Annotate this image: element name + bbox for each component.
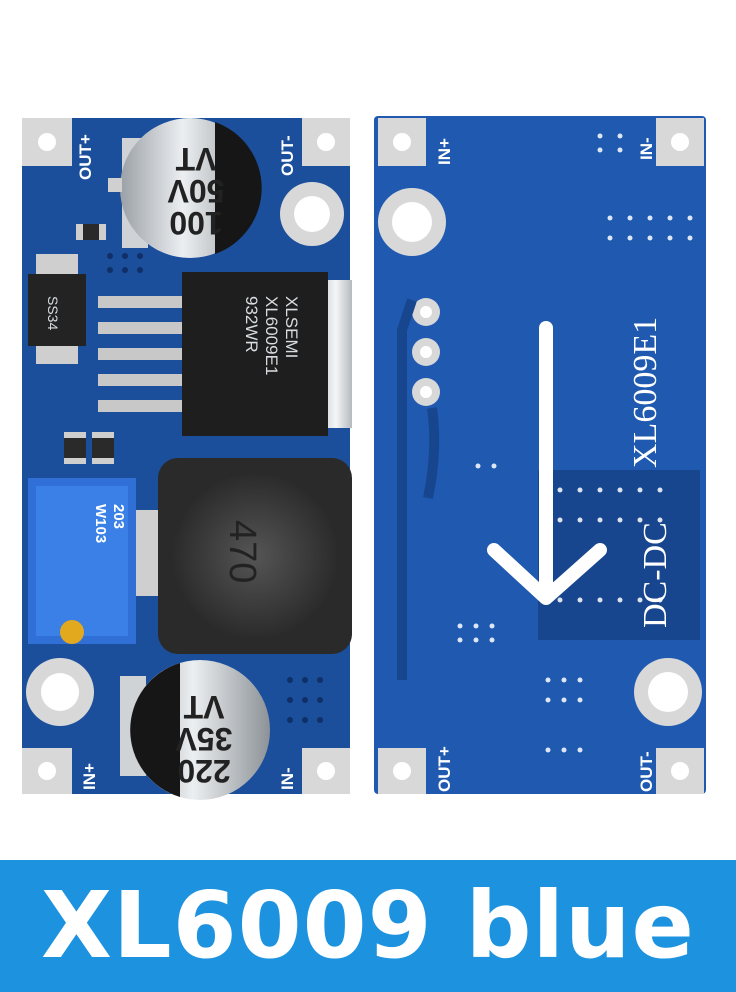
label-in-plus: IN+ [80, 763, 99, 790]
capacitor-bottom: VT 35V 220 [120, 660, 270, 800]
cap-bottom-line2: 35V [175, 721, 233, 757]
back-label-out-minus: OUT- [637, 751, 656, 792]
back-model-text: XL6009E1 [627, 317, 664, 468]
cap-top-line1: VT [175, 141, 216, 177]
label-out-plus: OUT+ [76, 134, 95, 180]
diode: SS34 [28, 254, 86, 364]
front-board: OUT+ OUT- IN+ IN- VT 50V 100 SS34 [22, 118, 352, 800]
cap-top-line2: 50V [167, 173, 225, 209]
regulator-chip: XLSEMI XL6009E1 932WR [98, 272, 352, 436]
chip-line2: XL6009E1 [262, 296, 281, 375]
capacitor-top: VT 50V 100 [120, 118, 262, 258]
caption-banner: XL6009 blue [0, 860, 736, 992]
chip-line3: 932WR [242, 296, 261, 353]
smd-resistor [76, 224, 106, 240]
back-type-text: DC-DC [637, 522, 674, 628]
diode-marking: SS34 [45, 296, 61, 330]
inductor-marking: 470 [221, 520, 263, 583]
trimpot-line1: 203 [110, 504, 127, 529]
boards-illustration: OUT+ OUT- IN+ IN- VT 50V 100 SS34 [22, 116, 706, 800]
label-out-minus: OUT- [278, 135, 297, 176]
label-in-minus: IN- [278, 767, 297, 790]
cap-top-line3: 100 [169, 205, 222, 241]
back-label-in-plus: IN+ [435, 138, 454, 165]
trimpot: 203 W103 [28, 478, 136, 644]
back-board: IN+ IN- OUT+ OUT- [374, 116, 706, 794]
trimpot-line2: W103 [92, 504, 109, 543]
cap-bottom-line1: VT [183, 689, 224, 725]
trimpot-screw [60, 620, 84, 644]
back-label-out-plus: OUT+ [435, 746, 454, 792]
caption-text: XL6009 blue [41, 872, 695, 979]
copper-area [538, 470, 700, 640]
arrow-down-icon [487, 321, 607, 605]
back-label-in-minus: IN- [637, 137, 656, 160]
inductor: 470 [136, 458, 352, 654]
front-vias [107, 253, 323, 723]
cap-bottom-line3: 220 [177, 753, 230, 789]
chip-line1: XLSEMI [282, 296, 301, 358]
product-photo: OUT+ OUT- IN+ IN- VT 50V 100 SS34 [22, 116, 706, 800]
